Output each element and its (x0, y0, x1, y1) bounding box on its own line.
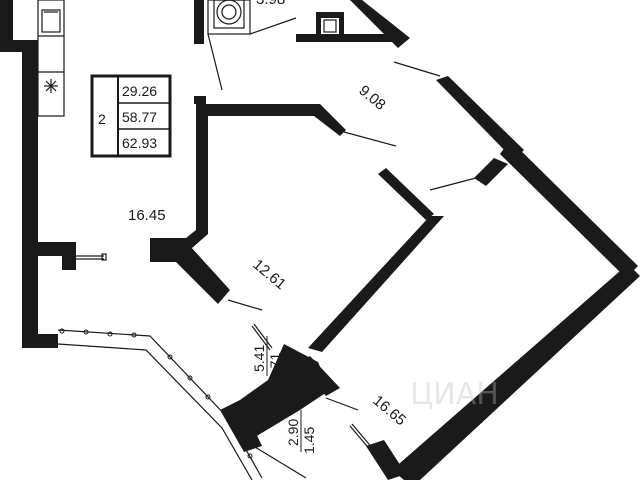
loggia-1-reduced-area: 2.71 (267, 353, 283, 380)
sink-icon (41, 9, 61, 33)
hall-wall (206, 104, 397, 147)
bedroom-area-label: 16.65 (369, 392, 409, 429)
bath-sink-icon (316, 12, 344, 34)
kitchen-area-label: 16.45 (128, 207, 166, 224)
balcony-railing (57, 328, 307, 480)
loggia-2-area: 2.90 (285, 419, 301, 446)
partition-wall (308, 168, 444, 352)
stove-icon (44, 79, 58, 93)
rooms-count: 2 (98, 111, 106, 127)
inner-wall-kitchen (150, 96, 230, 304)
loggia-2-labels: 2.90 1.45 (285, 410, 317, 454)
living-area: 29.26 (122, 83, 157, 99)
watermark-logo: ЦИАН (410, 377, 499, 412)
bathroom-block (194, 0, 297, 91)
loggia-2-reduced-area: 1.45 (301, 427, 317, 454)
total-area-with-balcony: 62.93 (122, 135, 157, 151)
left-wall (0, 0, 58, 348)
top-right-wall (296, 0, 410, 48)
loggia-1-labels: 5.41 2.71 (251, 336, 283, 380)
outer-wall-right (392, 61, 640, 480)
corridor-area-label: 12.61 (249, 256, 289, 293)
area-legend: 2 29.26 58.77 62.93 (90, 74, 172, 158)
kitchen-balcony-door (36, 242, 107, 270)
loggia-walls (220, 299, 406, 480)
loggia-1-area: 5.41 (251, 345, 267, 372)
kitchen-counter (37, 0, 65, 117)
hall-area-label: 9.08 (355, 82, 388, 114)
bath-area-label: 3.98 (256, 0, 285, 8)
washing-machine-icon (213, 0, 245, 29)
total-area: 58.77 (122, 109, 157, 125)
